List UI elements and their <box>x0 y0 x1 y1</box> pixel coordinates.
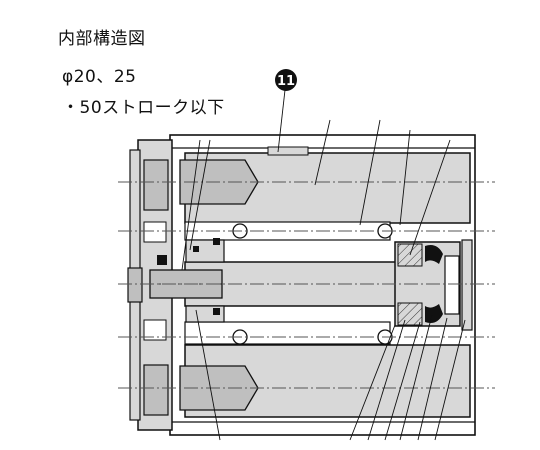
rod-cover <box>185 238 225 323</box>
diagram-title: 内部構造図 <box>58 29 146 49</box>
leader-lines <box>181 89 466 441</box>
stroke-note-label: ・50ストローク以下 <box>62 98 225 118</box>
cylinder-bore <box>184 221 393 345</box>
callout-number: 11 <box>277 74 295 89</box>
upper-guide-rod <box>179 146 471 224</box>
callout-badge: 11 <box>275 69 297 91</box>
lower-guide-rod <box>179 344 471 418</box>
centerlines <box>118 181 495 389</box>
bore-size-label: φ20、25 <box>62 67 137 87</box>
end-plate-screws <box>143 159 169 416</box>
piston <box>394 239 473 331</box>
